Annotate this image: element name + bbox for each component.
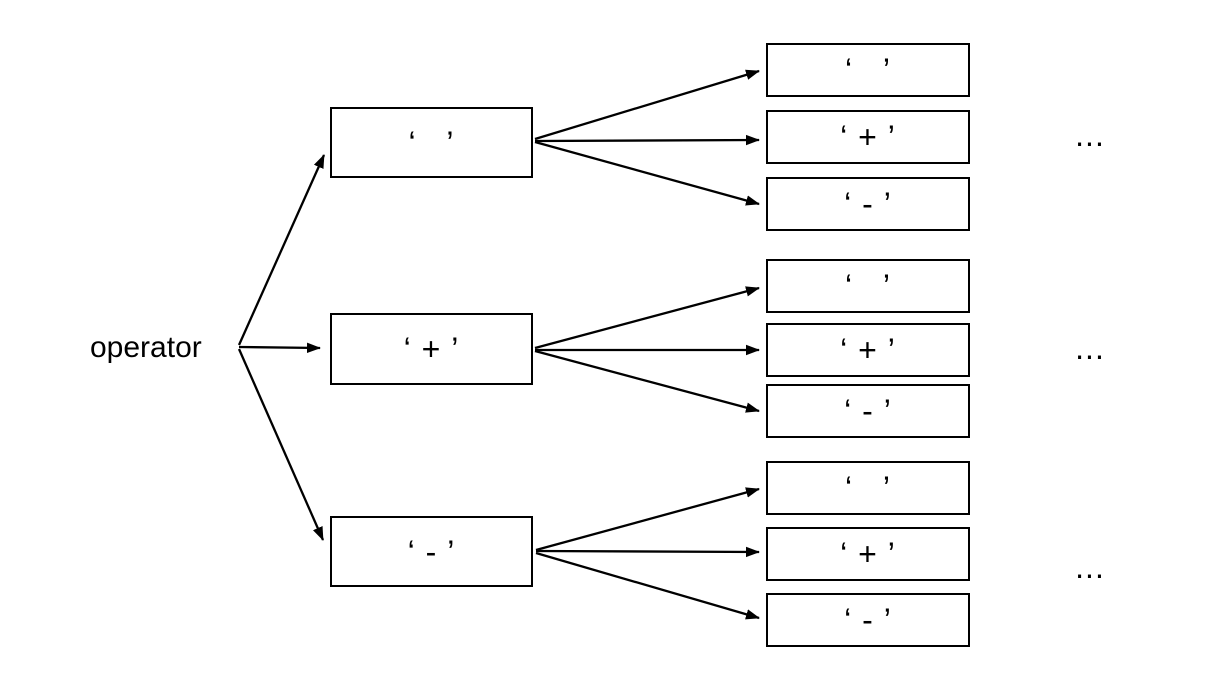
arrow-plus-to-minus xyxy=(534,349,760,413)
arrow-space-to-space xyxy=(534,69,760,141)
arrow-minus-to-minus xyxy=(535,551,760,620)
node-label: ‘ ’ xyxy=(408,124,455,161)
arrow-minus-to-plus xyxy=(535,546,760,558)
node-label: ‘ + ’ xyxy=(403,331,460,367)
arrow-plus-to-space xyxy=(534,286,760,350)
level2-node-plus: ‘ + ’ xyxy=(766,110,970,164)
level1-node-plus: ‘ + ’ xyxy=(330,313,533,385)
node-label: ‘ - ’ xyxy=(844,186,892,222)
arrow-operator-to-space xyxy=(237,154,326,346)
ellipsis-middle: ... xyxy=(1075,330,1105,366)
node-label: ‘ ’ xyxy=(845,268,891,304)
arrow-operator-to-plus xyxy=(238,342,321,354)
root-label: operator xyxy=(90,331,202,364)
level2-node-space: ‘ ’ xyxy=(766,461,970,515)
level2-node-space: ‘ ’ xyxy=(766,259,970,313)
level2-node-minus: ‘ - ’ xyxy=(766,177,970,231)
level2-node-plus: ‘ + ’ xyxy=(766,527,970,581)
arrow-operator-to-minus xyxy=(237,348,325,541)
level2-node-space: ‘ ’ xyxy=(766,43,970,97)
level2-node-plus: ‘ + ’ xyxy=(766,323,970,377)
node-label: ‘ - ’ xyxy=(844,602,892,638)
arrow-space-to-minus xyxy=(534,140,760,206)
node-label: ‘ + ’ xyxy=(840,536,896,572)
node-label: ‘ + ’ xyxy=(840,119,896,155)
node-label: ‘ - ’ xyxy=(844,393,892,429)
node-label: ‘ + ’ xyxy=(840,332,896,368)
level1-node-minus: ‘ - ’ xyxy=(330,516,533,587)
node-label: ‘ ’ xyxy=(845,470,891,506)
ellipsis-top: ... xyxy=(1075,117,1105,153)
ellipsis-bottom: ... xyxy=(1075,549,1105,585)
level2-node-minus: ‘ - ’ xyxy=(766,593,970,647)
level1-node-space: ‘ ’ xyxy=(330,107,533,178)
arrow-minus-to-space xyxy=(535,487,760,552)
level2-node-minus: ‘ - ’ xyxy=(766,384,970,438)
arrow-space-to-plus xyxy=(534,134,760,146)
node-label: ‘ - ’ xyxy=(407,533,456,570)
node-label: ‘ ’ xyxy=(845,52,891,88)
